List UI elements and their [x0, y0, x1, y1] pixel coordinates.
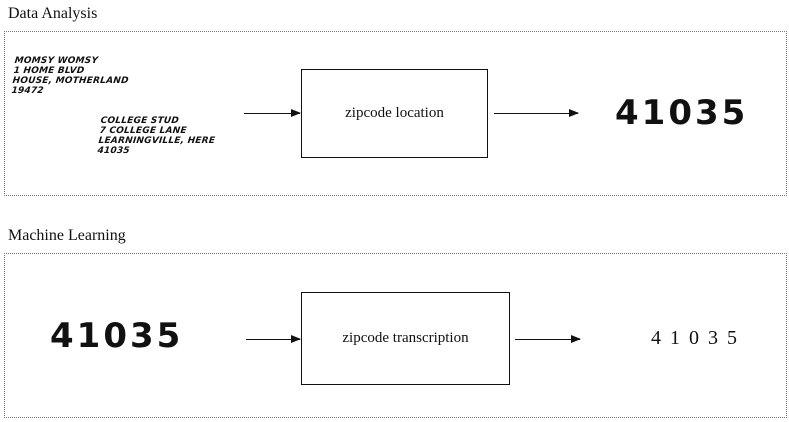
- data-analysis-panel: MOMSY WOMSY 1 HOME BLVD HOUSE, MOTHERLAN…: [4, 31, 787, 196]
- arrow-zip-to-transcription: [246, 335, 301, 343]
- section-title-data-analysis: Data Analysis: [8, 5, 98, 22]
- handwritten-zipcode-input: 41035: [50, 316, 184, 356]
- address-line: LEARNINGVILLE, HERE: [97, 136, 216, 146]
- address-line: COLLEGE STUD: [100, 116, 180, 126]
- address-line: MOMSY WOMSY: [14, 56, 99, 66]
- zipcode-location-box: zipcode location: [301, 69, 488, 158]
- address-line: 41035: [96, 146, 131, 156]
- section-title-machine-learning: Machine Learning: [8, 227, 126, 244]
- recipient-address: COLLEGE STUD 7 COLLEGE LANE LEARNINGVILL…: [97, 116, 218, 156]
- address-line: 7 COLLEGE LANE: [99, 126, 188, 136]
- sender-address: MOMSY WOMSY 1 HOME BLVD HOUSE, MOTHERLAN…: [11, 56, 131, 96]
- arrow-location-to-zip: [494, 109, 579, 117]
- address-line: 19472: [10, 86, 45, 96]
- address-line: HOUSE, MOTHERLAND: [11, 76, 130, 86]
- transcribed-digits-output: 4 1 0 3 5: [651, 327, 739, 349]
- zipcode-transcription-box: zipcode transcription: [301, 292, 510, 385]
- arrow-transcription-to-digits: [515, 335, 581, 343]
- arrow-envelope-to-location: [244, 109, 301, 117]
- handwritten-zipcode-output: 41035: [615, 93, 749, 133]
- address-line: 1 HOME BLVD: [13, 66, 85, 76]
- machine-learning-panel: 41035 zipcode transcription 4 1 0 3 5: [4, 253, 787, 418]
